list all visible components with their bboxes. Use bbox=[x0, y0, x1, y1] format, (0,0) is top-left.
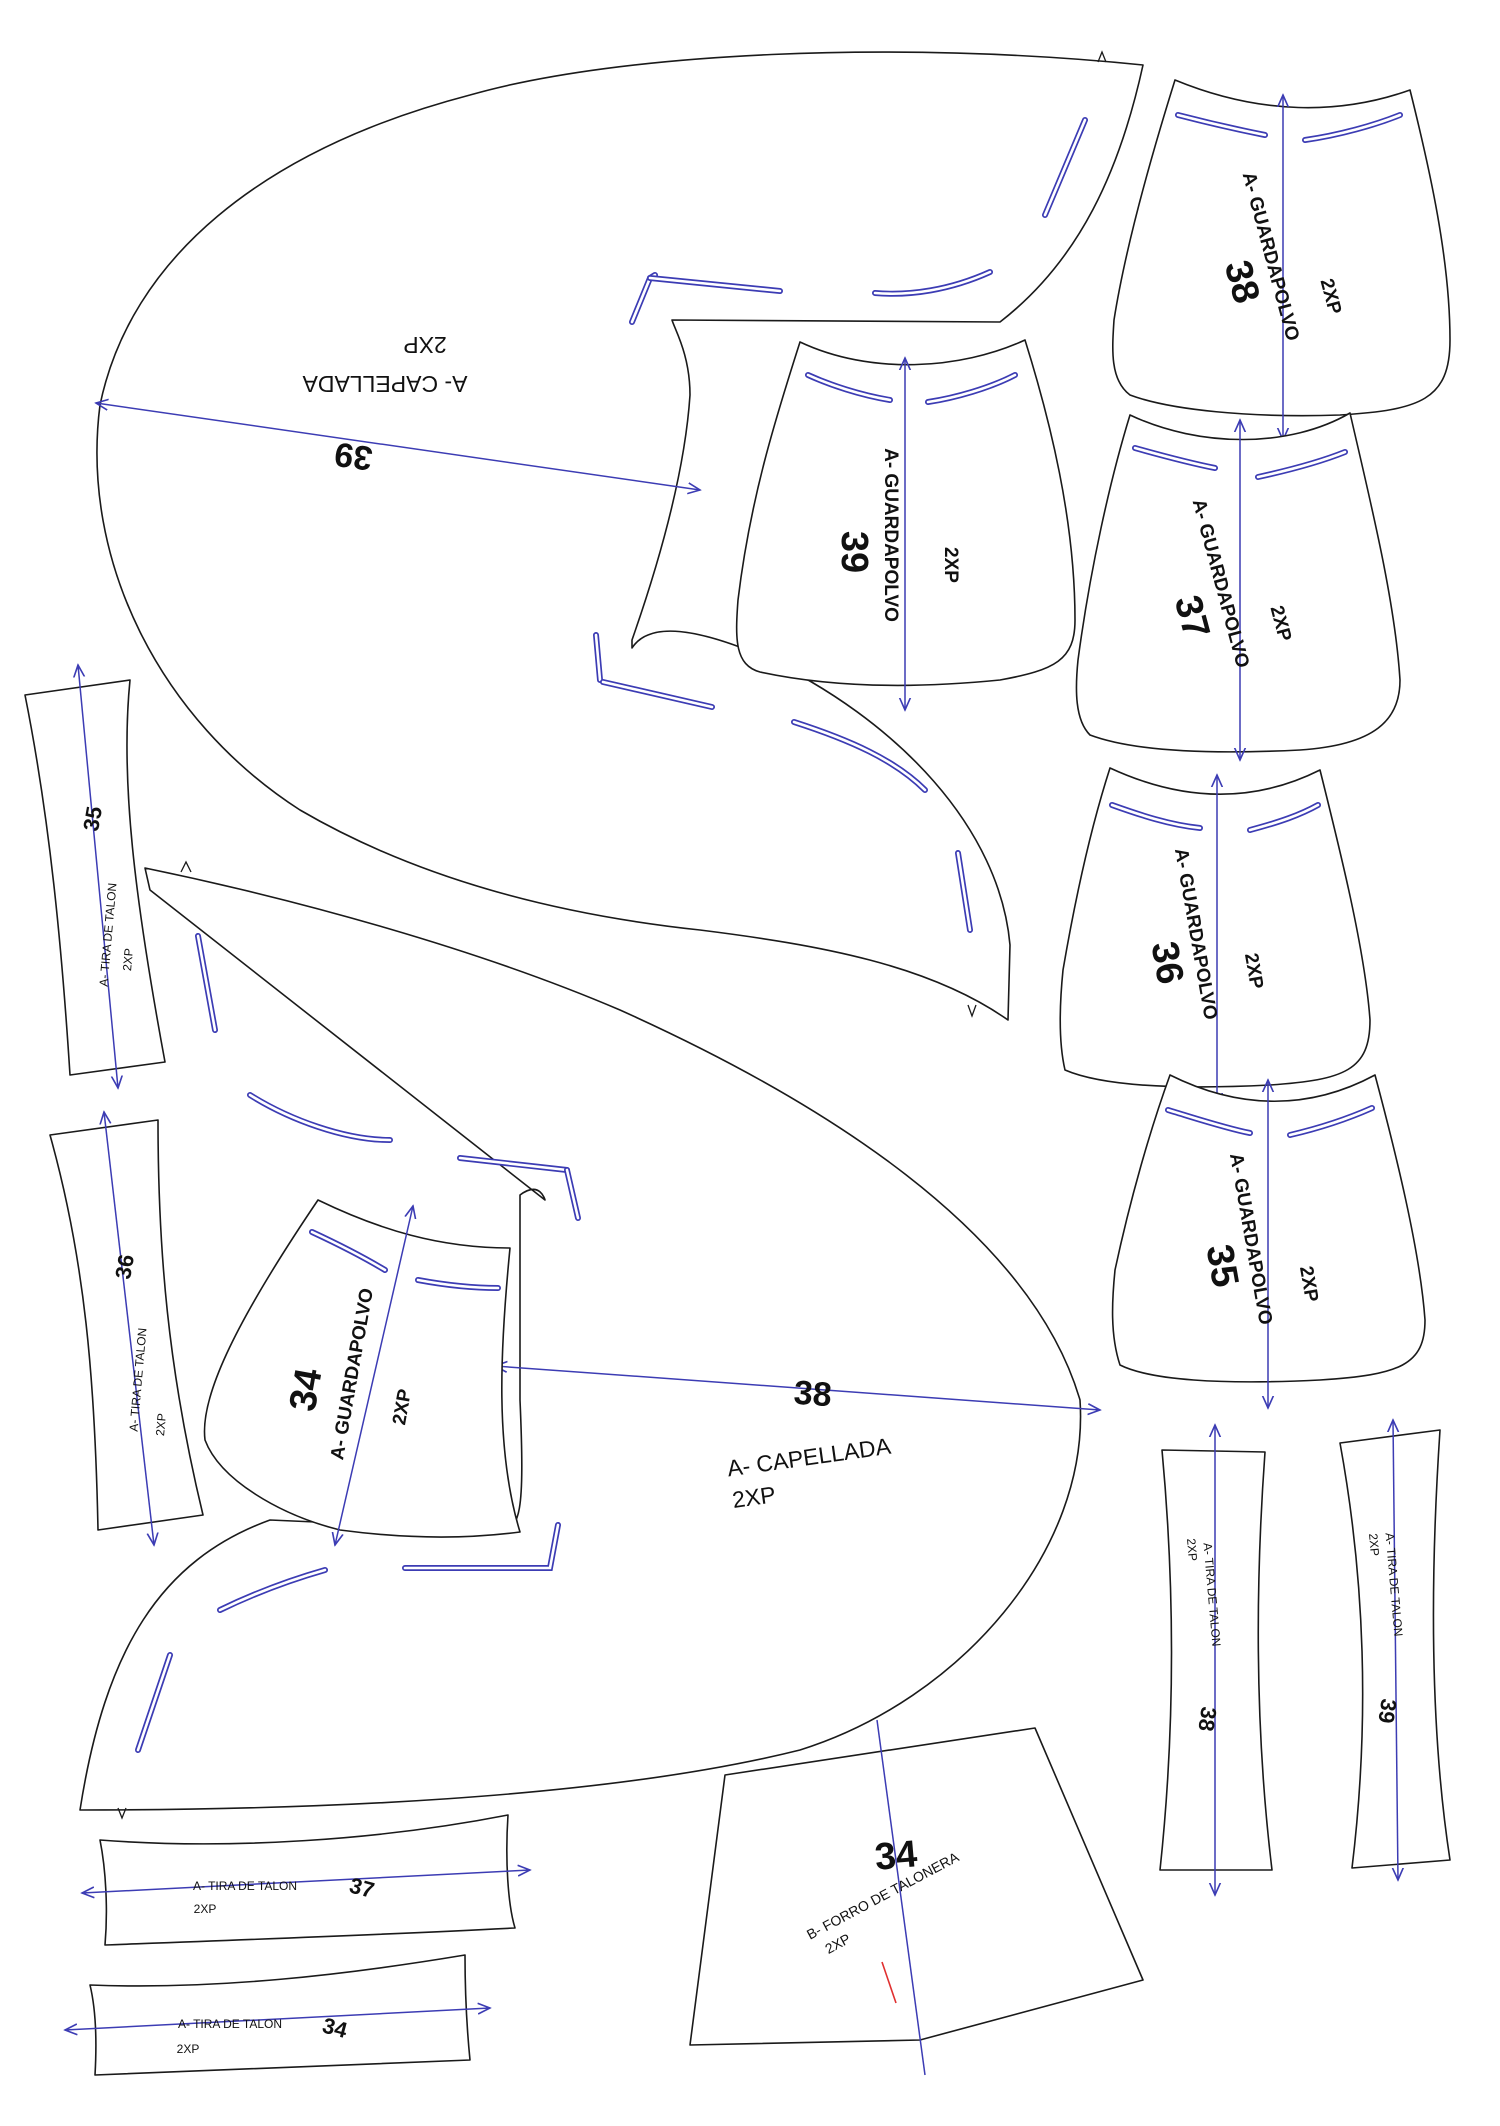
notch bbox=[967, 1004, 977, 1018]
tira-34-qty: 2XP bbox=[177, 2042, 200, 2056]
tira-39-grainline bbox=[1393, 1420, 1398, 1880]
capellada-39-size: 39 bbox=[332, 434, 375, 477]
tira-37-outline bbox=[99, 1814, 516, 1946]
tira-38-qty: 2XP bbox=[1184, 1538, 1200, 1562]
notch bbox=[1097, 50, 1107, 63]
piece-tira-36: 36 A- TIRA DE TALON 2XP bbox=[49, 1112, 204, 1545]
guardapolvo-37-slots bbox=[1132, 445, 1348, 480]
guardapolvo-35-outline bbox=[1111, 1074, 1426, 1383]
piece-tira-35: 35 A- TIRA DE TALON 2XP bbox=[24, 665, 166, 1088]
guardapolvo-35-slots bbox=[1165, 1105, 1375, 1138]
guardapolvo-37-outline bbox=[1075, 412, 1401, 753]
piece-tira-37: 37 A- TIRA DE TALON 2XP bbox=[82, 1814, 530, 1946]
capellada-39-qty: 2XP bbox=[403, 332, 446, 358]
piece-tira-34: 34 A- TIRA DE TALON 2XP bbox=[65, 1954, 490, 2076]
piece-tira-39: 39 A- TIRA DE TALON 2XP bbox=[1339, 1420, 1451, 1880]
guardapolvo-39-qty: 2XP bbox=[940, 547, 961, 583]
piece-capellada-39: 39 A- CAPELLADA 2XP bbox=[96, 50, 1144, 1021]
guardapolvo-39-outline bbox=[735, 339, 1076, 687]
forro-34-grainline bbox=[876, 1719, 926, 2076]
tira-37-name: A- TIRA DE TALON bbox=[193, 1879, 297, 1893]
notch bbox=[117, 1807, 127, 1820]
piece-guardapolvo-34: 34 A- GUARDAPOLVO 2XP bbox=[203, 1199, 521, 1545]
tira-38-outline bbox=[1159, 1449, 1273, 1871]
tira-38-size: 38 bbox=[1193, 1705, 1221, 1733]
piece-forro-34: 34 B- FORRO DE TALONERA 2XP bbox=[689, 1719, 1144, 2076]
guardapolvo-36-size: 36 bbox=[1142, 938, 1191, 987]
guardapolvo-39-name: A- GUARDAPOLVO bbox=[880, 448, 901, 622]
guardapolvo-35-size: 35 bbox=[1197, 1241, 1246, 1290]
guardapolvo-38-slots bbox=[1175, 112, 1403, 143]
tira-36-qty: 2XP bbox=[153, 1413, 169, 1437]
tira-34-outline bbox=[89, 1954, 471, 2076]
guardapolvo-36-outline bbox=[1059, 767, 1371, 1088]
tira-34-grainline bbox=[65, 2008, 490, 2030]
capellada-39-grainline bbox=[96, 403, 700, 490]
tira-37-grainline bbox=[82, 1870, 530, 1893]
capellada-38-size: 38 bbox=[793, 1374, 833, 1415]
capellada-38-qty: 2XP bbox=[731, 1481, 778, 1513]
notch bbox=[180, 860, 192, 873]
tira-36-grainline bbox=[104, 1112, 154, 1545]
tira-37-qty: 2XP bbox=[194, 1902, 217, 1916]
capellada-38-grainline bbox=[495, 1366, 1100, 1410]
piece-guardapolvo-37: 37 A- GUARDAPOLVO 2XP bbox=[1075, 412, 1401, 760]
guardapolvo-39-size: 39 bbox=[833, 531, 875, 573]
piece-guardapolvo-35: 35 A- GUARDAPOLVO 2XP bbox=[1111, 1074, 1426, 1408]
tira-35-grainline bbox=[78, 665, 118, 1088]
piece-tira-38: 38 A- TIRA DE TALON 2XP bbox=[1159, 1425, 1273, 1895]
tira-35-size: 35 bbox=[78, 804, 107, 832]
piece-guardapolvo-38: 38 A- GUARDAPOLVO 2XP bbox=[1111, 79, 1451, 440]
guardapolvo-36-slots bbox=[1109, 802, 1321, 833]
capellada-39-name: A- CAPELLADA bbox=[302, 371, 468, 397]
tira-35-qty: 2XP bbox=[120, 948, 136, 972]
guardapolvo-39-slots bbox=[805, 372, 1018, 405]
capellada-38-outline bbox=[79, 867, 1082, 1811]
guardapolvo-34-size: 34 bbox=[282, 1365, 331, 1414]
capellada-38-slots bbox=[135, 933, 581, 1753]
tira-36-outline bbox=[49, 1119, 204, 1531]
piece-guardapolvo-36: 36 A- GUARDAPOLVO 2XP bbox=[1059, 767, 1371, 1105]
forro-34-outline bbox=[689, 1727, 1144, 2046]
tira-39-size: 39 bbox=[1373, 1697, 1401, 1725]
tira-36-size: 36 bbox=[110, 1252, 139, 1280]
forro-34-size: 34 bbox=[873, 1833, 919, 1879]
tira-39-qty: 2XP bbox=[1366, 1533, 1382, 1557]
capellada-39-slots bbox=[593, 117, 1088, 933]
tira-34-name: A- TIRA DE TALON bbox=[178, 2017, 282, 2031]
tira-35-outline bbox=[24, 679, 166, 1076]
piece-guardapolvo-39: 39 A- GUARDAPOLVO 2XP bbox=[735, 339, 1076, 710]
forro-34-red-mark bbox=[881, 1961, 897, 2004]
guardapolvo-38-outline bbox=[1111, 79, 1451, 417]
guardapolvo-34-grainline bbox=[335, 1206, 413, 1545]
